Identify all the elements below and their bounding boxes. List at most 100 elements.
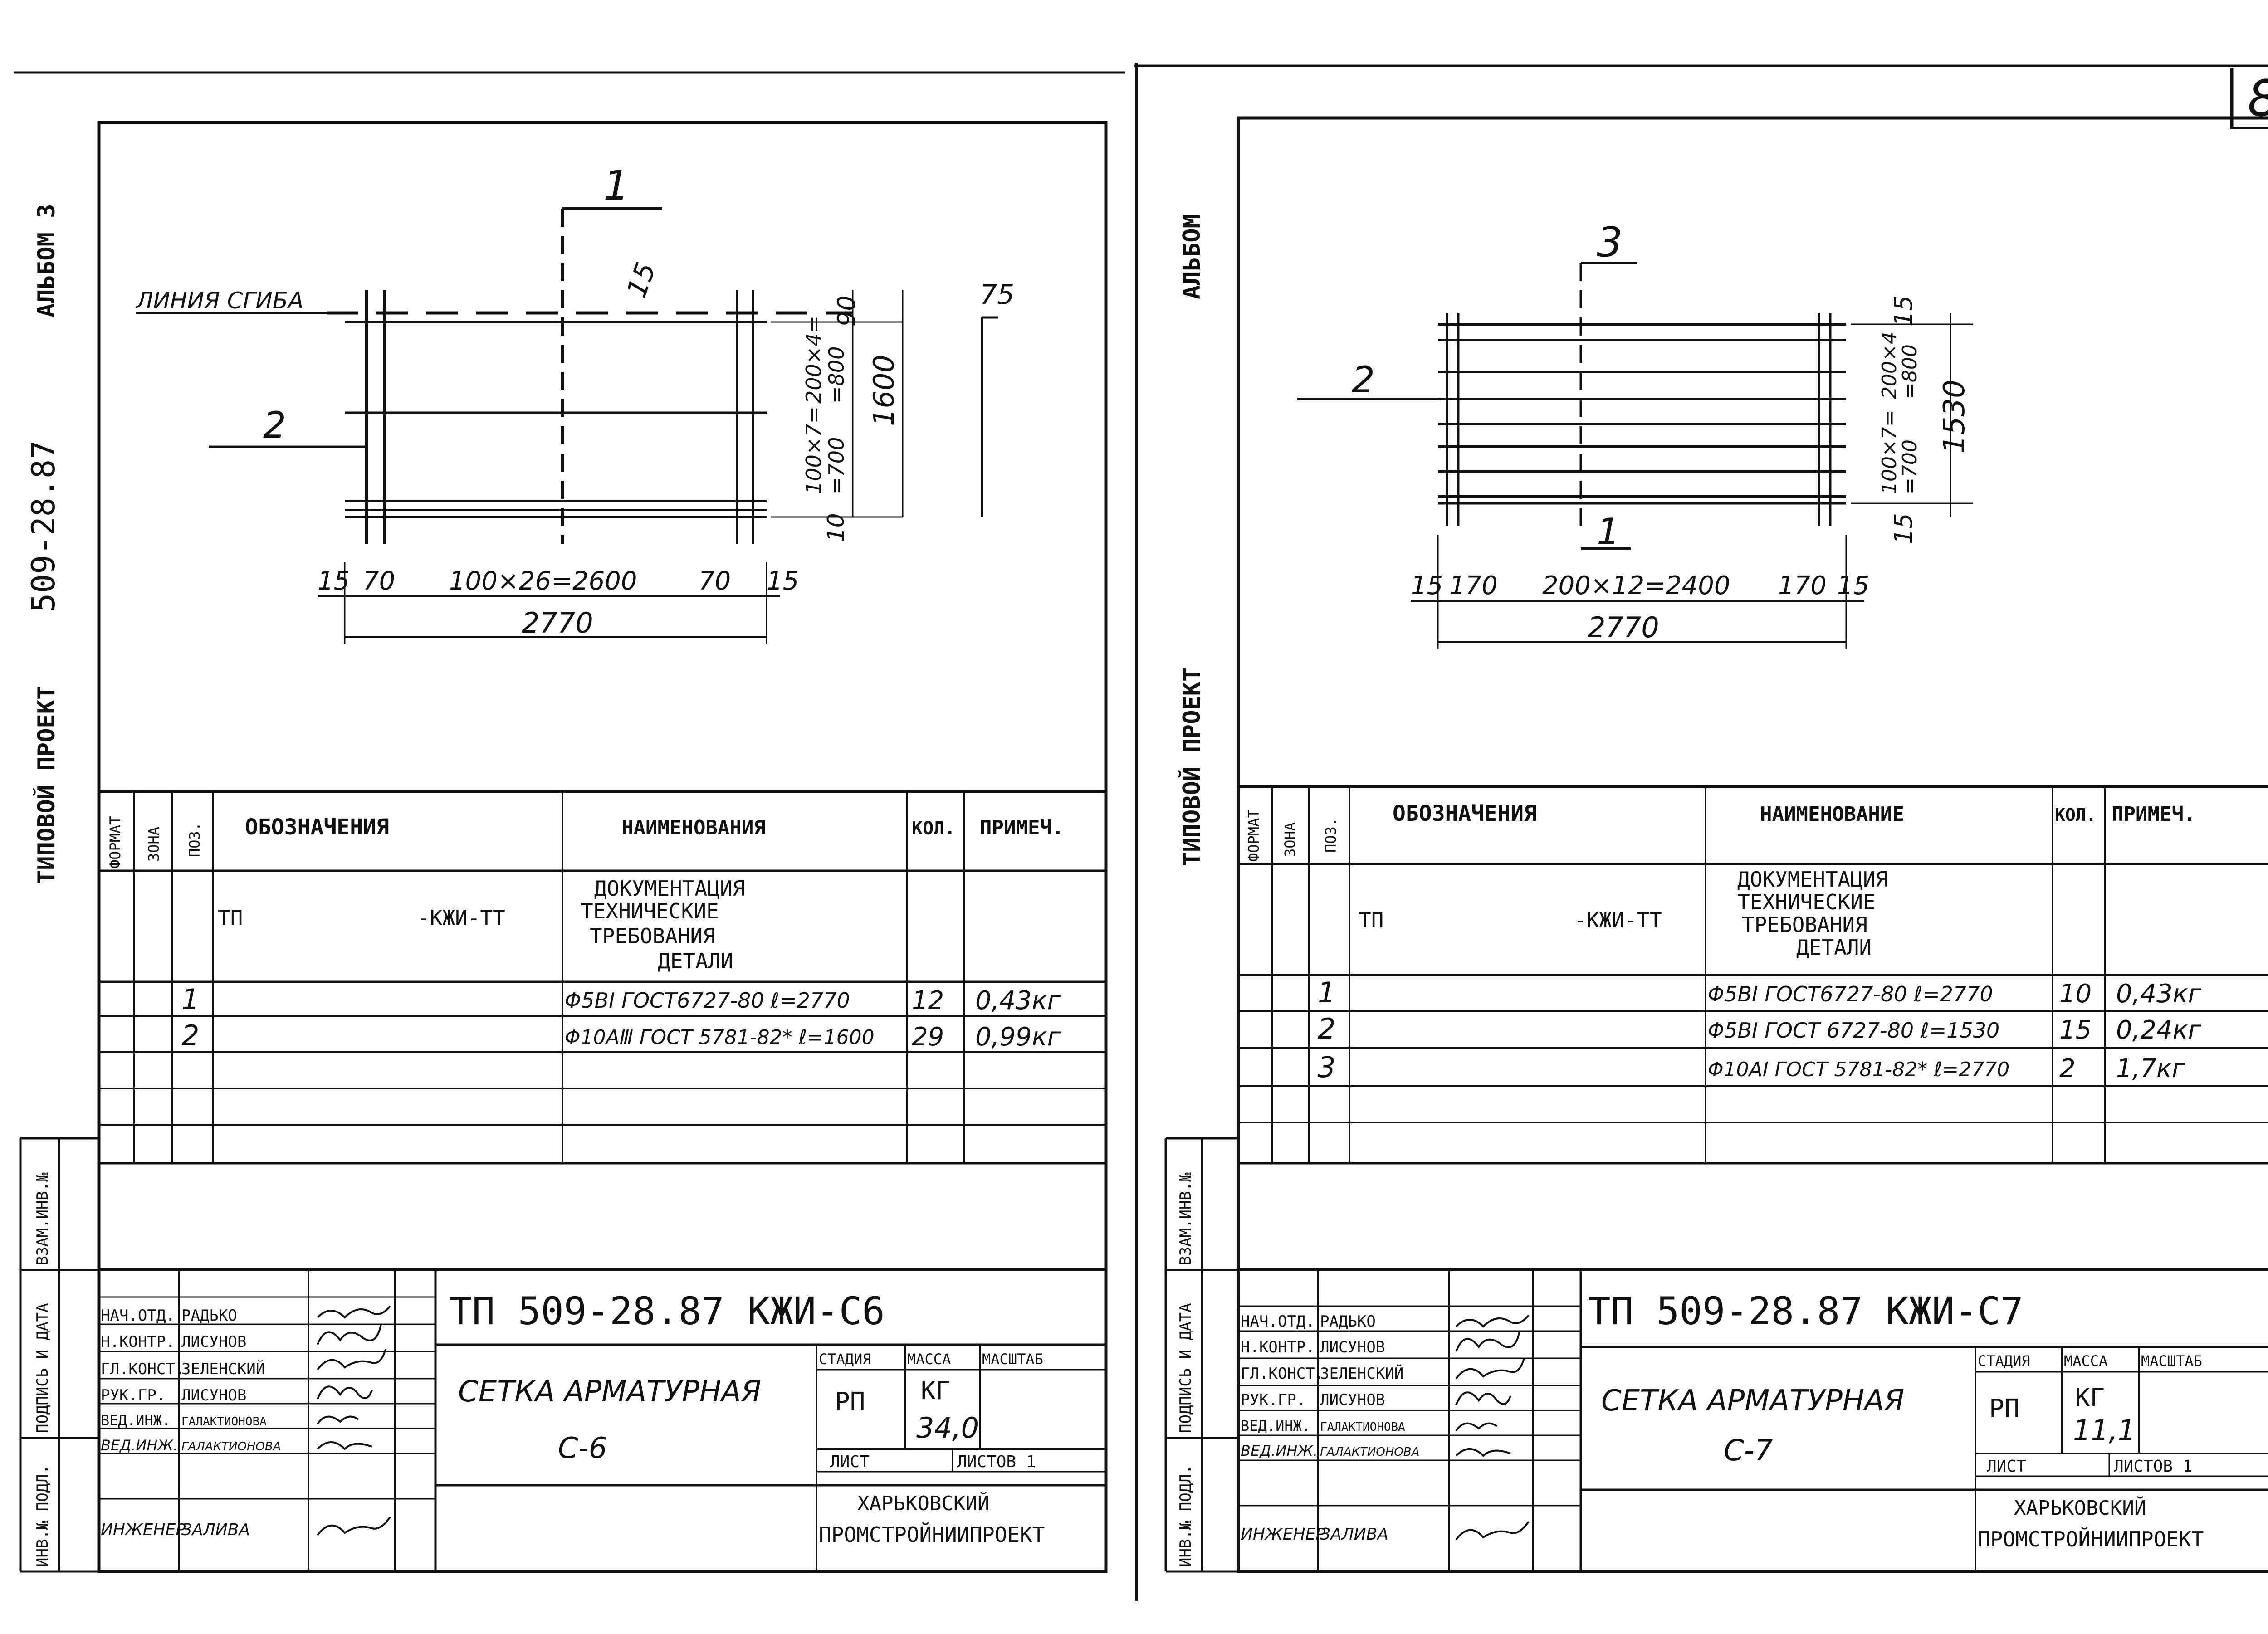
- dim-15-top: 15: [1889, 295, 1918, 327]
- stage-label: СТАДИЯ: [819, 1351, 871, 1368]
- stamp-title-2: С-6: [558, 1432, 607, 1465]
- person-name: ЛИСУНОВ: [181, 1333, 246, 1351]
- col-pos: ПОЗ.: [186, 822, 203, 857]
- table-row-pos: 2: [181, 1019, 199, 1052]
- side-podpis: ПОДПИСЬ И ДАТА: [1177, 1303, 1195, 1433]
- dim-middle: 100×26=2600: [449, 566, 637, 596]
- col-prim: ПРИМЕЧ.: [980, 816, 1064, 839]
- stamp-title-1: СЕТКА АРМАТУРНАЯ: [458, 1375, 761, 1409]
- dim-15-right: 15: [767, 566, 799, 596]
- table-row-name: Φ5BⅠ ГОСТ 6727-80 ℓ=1530: [1708, 1018, 1999, 1043]
- person-name: ЗАЛИВА: [181, 1521, 250, 1539]
- section-mark: 3: [1597, 219, 1623, 266]
- person-name: РАДЬКО: [1320, 1312, 1376, 1331]
- dim-15-left: 15: [1411, 571, 1443, 600]
- stamp-title-2: С-7: [1724, 1434, 1773, 1468]
- person-role: РУК.ГР.: [101, 1386, 166, 1405]
- stage-value: РП: [835, 1387, 865, 1417]
- dim-total: 2770: [1588, 611, 1659, 644]
- section-req: ТРЕБОВАНИЯ: [590, 924, 715, 948]
- person-name: ГАЛАКТИОНОВА: [1320, 1420, 1405, 1434]
- table-row-note: 0,43кг: [2116, 979, 2202, 1009]
- position-2: 2: [1352, 359, 1375, 401]
- sheet-label: ЛИСТ: [830, 1453, 870, 1471]
- mesh-drawing: 1 ЛИНИЯ СГИБА 2 15 90 200×4= =800 100×7=…: [135, 162, 1014, 644]
- table-row-name: Φ10AⅢ ГОСТ 5781-82* ℓ=1600: [565, 1026, 875, 1049]
- person-role: ВЕД.ИНЖ.: [1241, 1442, 1318, 1459]
- position-2: 2: [263, 404, 286, 446]
- person-name: ЗАЛИВА: [1320, 1525, 1388, 1544]
- doc-suffix: -КЖИ-ТТ: [417, 906, 505, 930]
- dim-middle: 200×12=2400: [1542, 571, 1730, 600]
- col-kol: КОЛ.: [912, 818, 955, 839]
- col-oboznach: ОБОЗНАЧЕНИЯ: [245, 815, 389, 840]
- spec-table: ФОРМАТ ЗОНА ПОЗ. ОБОЗНАЧЕНИЯ НАИМЕНОВАНИ…: [99, 790, 1106, 1165]
- dim-200x4: 200×4=: [802, 316, 826, 404]
- person-role: НАЧ.ОТД.: [1241, 1312, 1315, 1331]
- section-doc: ДОКУМЕНТАЦИЯ: [1737, 867, 1888, 892]
- table-row-name: Φ5BⅠ ГОСТ6727-80 ℓ=2770: [1708, 982, 1993, 1006]
- title-block: ТП 509-28.87 КЖИ-С6 СЕТКА АРМАТУРНАЯ С-6…: [99, 1268, 1106, 1571]
- marker-1: 1: [1597, 511, 1620, 553]
- col-naim: НАИМЕНОВАНИЯ: [621, 816, 766, 839]
- table-row-pos: 2: [1318, 1012, 1335, 1045]
- dim-70-right: 170: [1778, 571, 1827, 600]
- table-row-qty: 15: [2059, 1015, 2092, 1045]
- col-zone: ЗОНА: [1281, 822, 1299, 857]
- mass-value: 11,1: [2073, 1414, 2136, 1447]
- person-name: ЛИСУНОВ: [1320, 1391, 1385, 1409]
- org-line-1: ХАРЬКОВСКИЙ: [2014, 1496, 2146, 1520]
- section-details: ДЕТАЛИ: [658, 949, 733, 973]
- person-role: ИНЖЕНЕР: [101, 1521, 186, 1539]
- sheets-label: ЛИСТОВ 1: [2114, 1457, 2192, 1476]
- dim-15-left: 15: [318, 566, 350, 596]
- person-role: ВЕД.ИНЖ.: [101, 1412, 171, 1429]
- person-name: РАДЬКО: [181, 1307, 237, 1325]
- section-details: ДЕТАЛИ: [1796, 935, 1872, 960]
- col-naim: НАИМЕНОВАНИЕ: [1760, 803, 1904, 826]
- stamp-title-1: СЕТКА АРМАТУРНАЯ: [1601, 1384, 1904, 1418]
- person-role: ИНЖЕНЕР: [1241, 1525, 1325, 1544]
- table-row-qty: 2: [2059, 1054, 2076, 1083]
- person-name: ЗЕЛЕНСКИЙ: [1320, 1364, 1403, 1383]
- side-vzam-inv: ВЗАМ.ИНВ.№: [34, 1172, 52, 1265]
- table-row-name: Φ10AⅠ ГОСТ 5781-82* ℓ=2770: [1708, 1058, 2009, 1081]
- doc-suffix: -КЖИ-ТТ: [1574, 908, 1662, 932]
- col-prim: ПРИМЕЧ.: [2112, 803, 2195, 826]
- person-name: ЛИСУНОВ: [1320, 1338, 1385, 1356]
- dim-100x7: 100×7=: [1878, 410, 1901, 494]
- doc-code: ТП 509-28.87 КЖИ-С7: [1588, 1289, 2024, 1333]
- mass-label: МАССА: [2064, 1352, 2107, 1370]
- col-format: ФОРМАТ: [1245, 809, 1262, 862]
- dim-800: =800: [1898, 344, 1921, 399]
- sheet-left: АЛЬБОМ 3 509-28.87 ТИПОВОЙ ПРОЕКТ ВЗАМ.И…: [19, 121, 1108, 1573]
- mass-label: МАССА: [907, 1351, 951, 1368]
- signatures: [317, 1305, 391, 1536]
- stage-value: РП: [1989, 1394, 2019, 1424]
- dim-800: =800: [824, 346, 849, 404]
- section-doc: ДОКУМЕНТАЦИЯ: [594, 876, 745, 901]
- side-album: АЛЬБОМ 3: [33, 204, 60, 317]
- col-kol: КОЛ.: [2055, 805, 2097, 825]
- table-row-pos: 1: [181, 983, 199, 1016]
- scale-label: МАСШТАБ: [2141, 1352, 2202, 1370]
- col-oboznach: ОБОЗНАЧЕНИЯ: [1393, 801, 1537, 826]
- mass-unit: КГ: [2075, 1383, 2105, 1412]
- dim-total: 2770: [522, 606, 593, 639]
- table-row-qty: 29: [912, 1022, 944, 1052]
- table-row-note: 1,7кг: [2116, 1054, 2185, 1083]
- sheets-label: ЛИСТОВ 1: [957, 1453, 1036, 1471]
- mesh-drawing: 3 1 2 15 200×4 =800 100×7= =700 15 1530 …: [1297, 219, 1973, 649]
- dim-200x4: 200×4: [1878, 332, 1901, 399]
- col-pos: ПОЗ.: [1322, 818, 1339, 853]
- person-role: ГЛ.КОНСТ.: [101, 1360, 184, 1378]
- section-tech: ТЕХНИЧЕСКИЕ: [581, 899, 719, 923]
- table-row-pos: 1: [1318, 976, 1335, 1009]
- doc-ref: ТП: [218, 906, 243, 930]
- signatures: [1455, 1314, 1530, 1541]
- side-album: АЛЬБОМ: [1178, 214, 1206, 299]
- stage-label: СТАДИЯ: [1978, 1352, 2030, 1370]
- side-project: ТИПОВОЙ ПРОЕКТ: [33, 686, 60, 884]
- person-role: ВЕД.ИНЖ.: [1241, 1417, 1310, 1434]
- section-tech: ТЕХНИЧЕСКИЕ: [1737, 890, 1876, 914]
